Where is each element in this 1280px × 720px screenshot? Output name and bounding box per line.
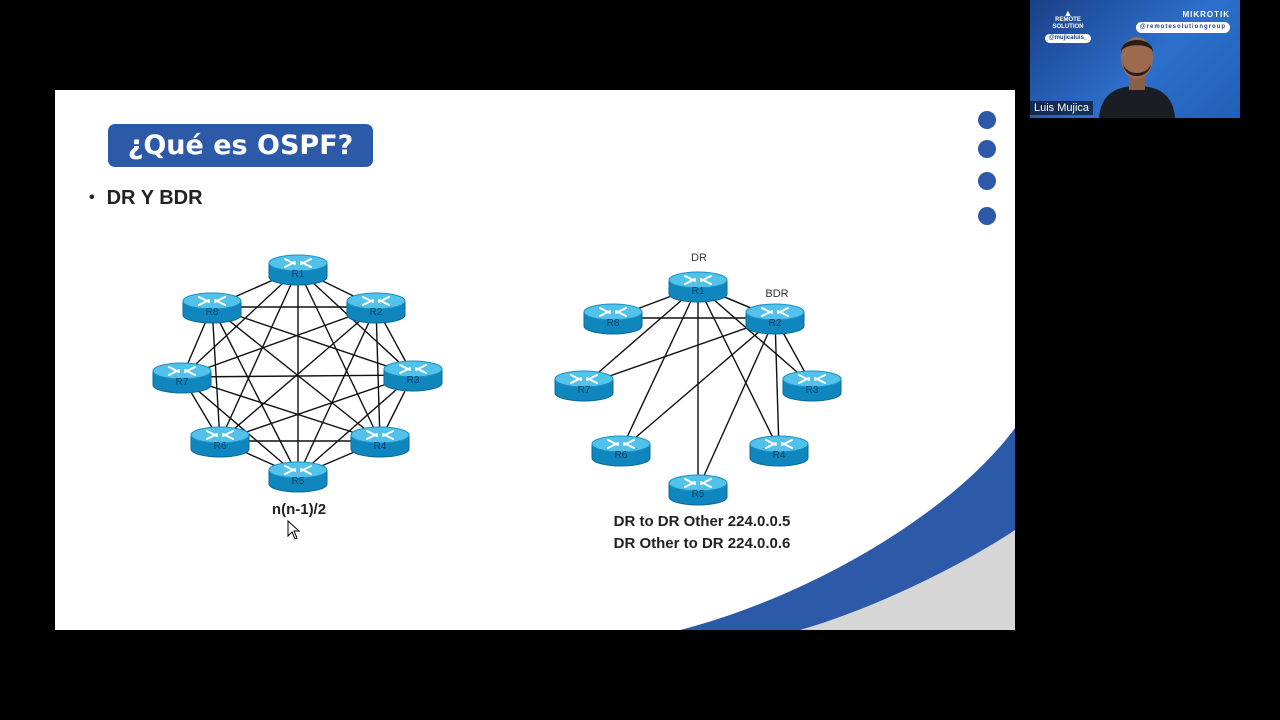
router-r8: R8 — [584, 304, 642, 334]
presenter-name: Luis Mujica — [1030, 101, 1093, 115]
router-label: R8 — [607, 318, 620, 329]
mouse-cursor-icon — [287, 520, 301, 540]
router-label: R7 — [578, 385, 591, 396]
badge-left-handle: @mujicaluis_ — [1045, 34, 1092, 43]
dr-label: DR — [691, 252, 707, 264]
router-r7: R7 — [555, 371, 613, 401]
presenter-video — [1095, 30, 1179, 118]
multicast-line-2: DR Other to DR 224.0.0.6 — [587, 533, 817, 555]
router-label: R2 — [769, 318, 782, 329]
router-label: R5 — [692, 489, 705, 500]
router-label: R3 — [806, 385, 819, 396]
router-r6: R6 — [592, 436, 650, 466]
router-r5: R5 — [669, 475, 727, 505]
router-label: R4 — [773, 450, 786, 461]
remote-solution-badge: ▲ REMOTE SOLUTION @mujicaluis_ — [1040, 10, 1096, 43]
router-label: R1 — [692, 286, 705, 297]
dr-link — [775, 318, 779, 450]
router-r3: R3 — [783, 371, 841, 401]
router-r4: R4 — [750, 436, 808, 466]
badge-logo-icon: ▲ — [1040, 10, 1096, 17]
multicast-info: DR to DR Other 224.0.0.5 DR Other to DR … — [587, 511, 817, 555]
router-r2: R2 — [746, 304, 804, 334]
badge-right-brand: MIKROTIK — [1136, 10, 1230, 19]
badge-left-title: REMOTE SOLUTION — [1040, 17, 1096, 31]
router-label: R6 — [615, 450, 628, 461]
multicast-line-1: DR to DR Other 224.0.0.5 — [587, 511, 817, 533]
router-r1: R1 — [669, 272, 727, 302]
adjacency-formula: n(n-1)/2 — [255, 501, 343, 518]
bdr-label: BDR — [765, 288, 788, 300]
